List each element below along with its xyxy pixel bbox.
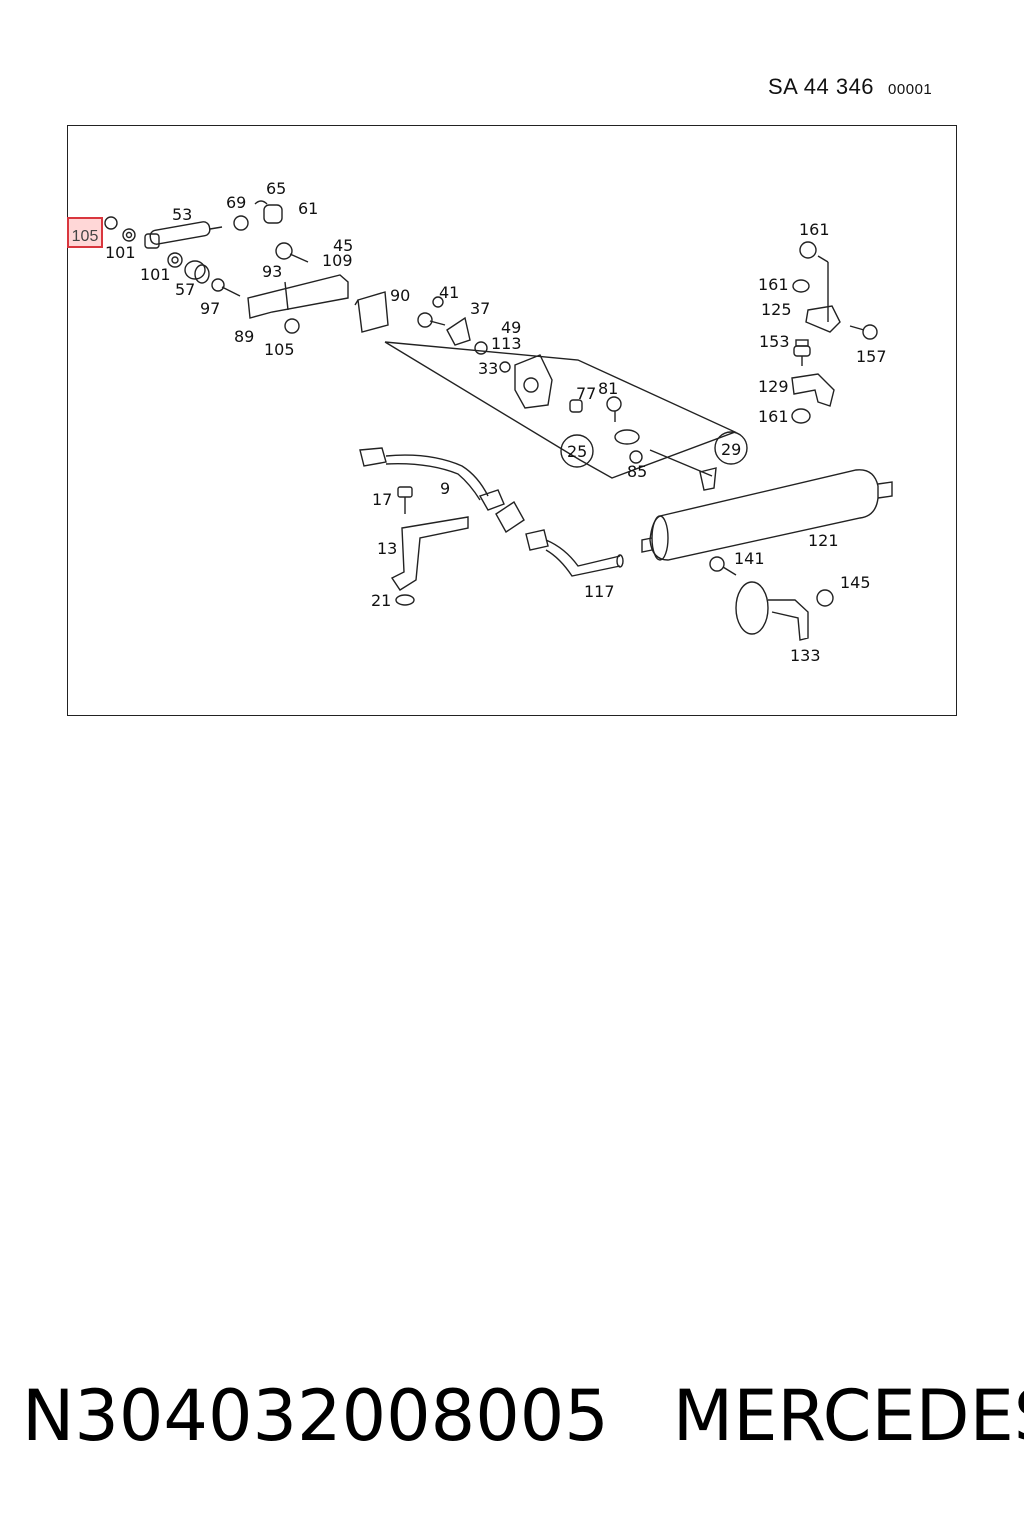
callout-13: 13 xyxy=(377,539,397,558)
bracket-13 xyxy=(390,516,469,591)
clamp-133 xyxy=(735,581,769,635)
callout-49: 49 xyxy=(501,318,521,337)
washer-21 xyxy=(395,594,415,606)
damper-53 xyxy=(149,221,211,245)
callout-69: 69 xyxy=(226,193,246,212)
ref-circle-29 xyxy=(714,431,748,465)
callout-125: 125 xyxy=(761,300,792,319)
callout-109: 109 xyxy=(322,251,353,270)
part-number: N304032008005 xyxy=(22,1375,609,1457)
bracket-125 xyxy=(805,305,841,333)
callout-85: 85 xyxy=(627,462,647,481)
footer-caption: N304032008005 MERCEDES xyxy=(22,1375,1024,1457)
bracket-90 xyxy=(357,291,389,333)
callout-101: 101 xyxy=(105,243,136,262)
callout-9: 9 xyxy=(440,479,450,498)
bracket-89 xyxy=(247,274,349,319)
exhaust-parts-diagram: 53 69 65 61 101 101 57 93 45 109 97 89 1… xyxy=(104,179,893,665)
mount-153 xyxy=(793,345,811,357)
nut-105 xyxy=(284,318,300,334)
callout-105: 105 xyxy=(264,340,295,359)
callout-157: 157 xyxy=(856,347,887,366)
callout-161-low: 161 xyxy=(758,407,789,426)
callout-93: 93 xyxy=(262,262,282,281)
bracket-129 xyxy=(791,373,835,407)
mount-plate xyxy=(384,341,737,479)
callout-65: 65 xyxy=(266,179,286,198)
sheet-number: 00001 xyxy=(888,81,933,98)
sheet-code-text: SA 44 346 xyxy=(768,74,875,99)
brand-name: MERCEDES xyxy=(672,1375,1024,1457)
flange-9 xyxy=(359,447,387,467)
bolt-141 xyxy=(709,556,725,572)
callout-61: 61 xyxy=(298,199,318,218)
nut-145 xyxy=(816,589,834,607)
diagram-frame xyxy=(67,125,957,716)
bolt-157 xyxy=(862,324,878,340)
callout-129: 129 xyxy=(758,377,789,396)
part-61 xyxy=(263,204,283,224)
callout-33: 33 xyxy=(478,359,498,378)
nut-161-low xyxy=(791,408,811,424)
callout-153: 153 xyxy=(759,332,790,351)
callout-17: 17 xyxy=(372,490,392,509)
callout-77: 77 xyxy=(576,384,596,403)
callout-113: 113 xyxy=(491,334,522,353)
callout-121: 121 xyxy=(808,531,839,550)
nut-161-top xyxy=(799,241,817,259)
callout-81: 81 xyxy=(598,379,618,398)
pipe-117 xyxy=(545,539,621,567)
bolt-93 xyxy=(275,242,293,260)
nut-161-mid xyxy=(792,279,810,293)
callout-97: 97 xyxy=(200,299,220,318)
gasket xyxy=(495,500,525,534)
callout-90: 90 xyxy=(390,286,410,305)
flange-117 xyxy=(525,529,549,551)
highlighted-callout-105[interactable]: 105 xyxy=(67,217,103,248)
callout-161-mid: 161 xyxy=(758,275,789,294)
ref-circle-25 xyxy=(560,434,594,468)
callout-45: 45 xyxy=(333,236,353,255)
rubber-57 xyxy=(184,260,206,280)
nut-105-top xyxy=(104,216,118,230)
sheet-code: SA 44 346 00001 xyxy=(768,74,932,100)
callout-53: 53 xyxy=(172,205,192,224)
callout-89: 89 xyxy=(234,327,254,346)
callout-37: 37 xyxy=(470,299,490,318)
callout-101-b: 101 xyxy=(140,265,171,284)
callout-21: 21 xyxy=(371,591,391,610)
callout-117: 117 xyxy=(584,582,615,601)
callout-41: 41 xyxy=(439,283,459,302)
flange-49 xyxy=(514,354,553,409)
callout-141: 141 xyxy=(734,549,765,568)
callout-133: 133 xyxy=(790,646,821,665)
muffler-121 xyxy=(649,469,879,561)
callout-57: 57 xyxy=(175,280,195,299)
nut-69 xyxy=(233,215,249,231)
callout-25: 25 xyxy=(567,442,587,461)
callout-161-top: 161 xyxy=(799,220,830,239)
callout-labels: 53 69 65 61 101 101 57 93 45 109 97 89 1… xyxy=(105,179,887,665)
callout-29: 29 xyxy=(721,440,741,459)
pipe-9 xyxy=(385,454,489,497)
callout-145: 145 xyxy=(840,573,871,592)
bolt-97 xyxy=(211,278,225,292)
bolt-17 xyxy=(397,486,413,498)
